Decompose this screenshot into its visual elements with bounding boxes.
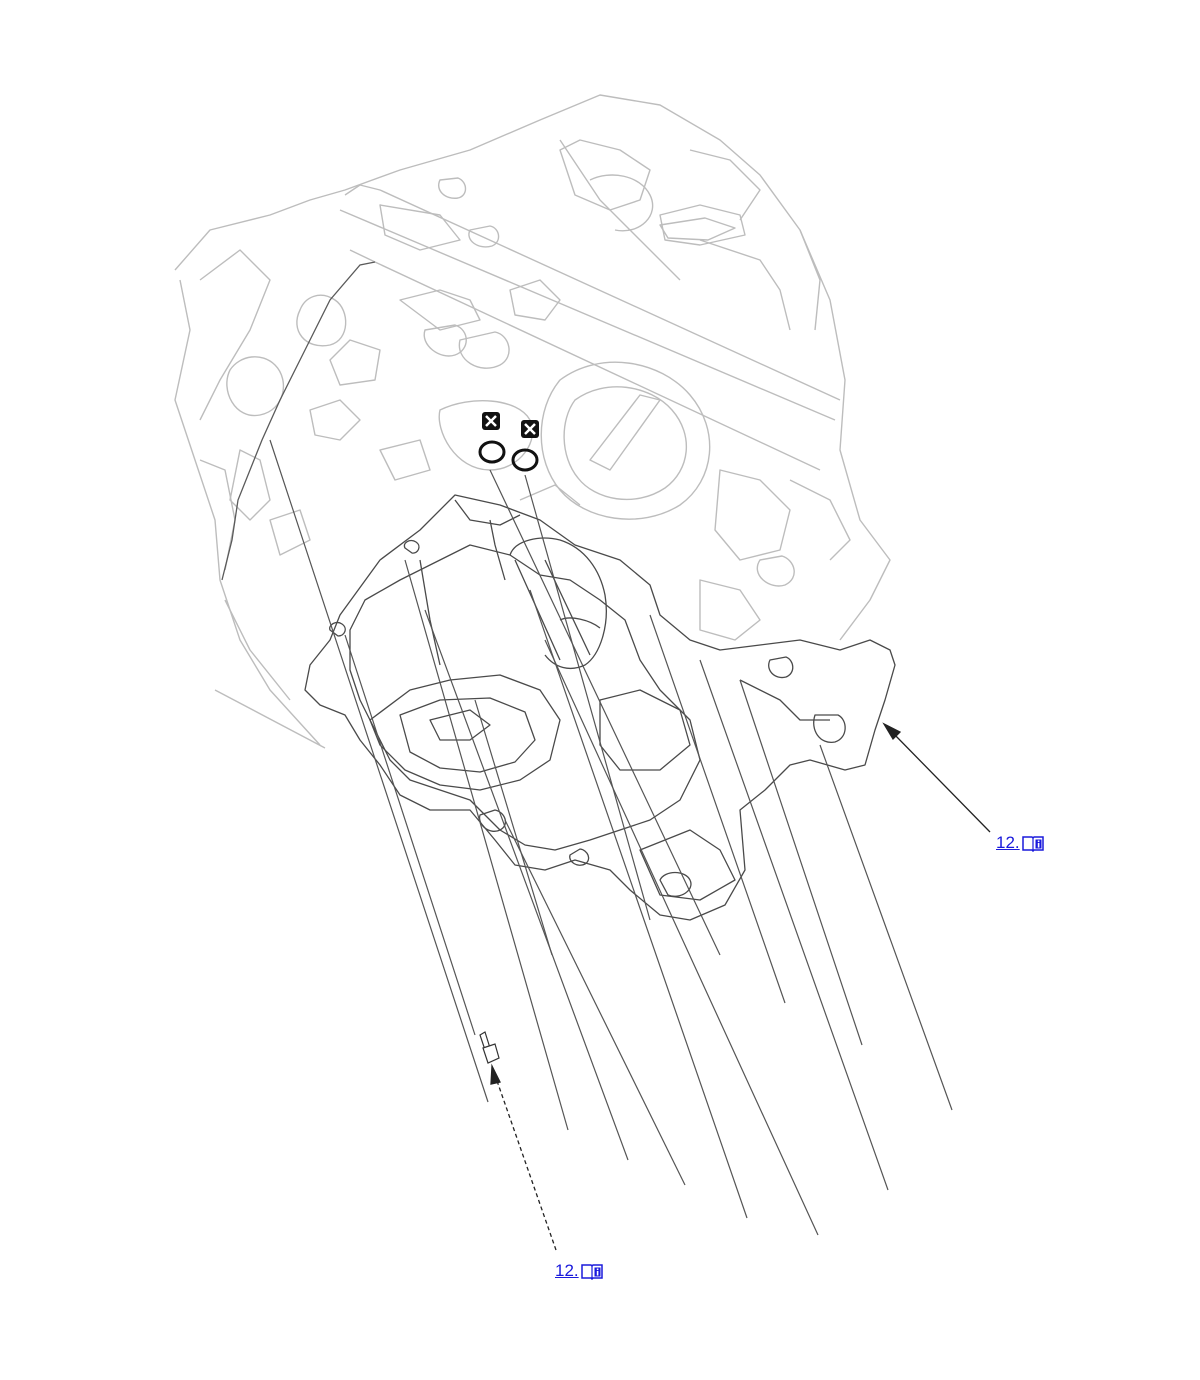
o-ring-pair bbox=[478, 440, 539, 472]
callout-step-label: 12. bbox=[996, 833, 1020, 852]
exploded-view-leader-lines bbox=[269, 439, 953, 1236]
callout-step-label: 12. bbox=[555, 1261, 579, 1280]
mounting-frame-outline bbox=[221, 261, 376, 581]
callout-arrow-solid bbox=[882, 722, 991, 833]
o-ring-left bbox=[478, 440, 506, 464]
callout-arrow-dashed bbox=[490, 1063, 557, 1251]
book-info-icon bbox=[580, 1264, 603, 1280]
main-component-assembly bbox=[304, 494, 896, 921]
replace-part-icon bbox=[521, 420, 539, 438]
mounting-bolt bbox=[479, 1031, 500, 1064]
o-ring-right bbox=[511, 448, 539, 472]
replace-part-icon bbox=[482, 412, 500, 430]
book-info-icon bbox=[1021, 836, 1044, 852]
callout-link-housing[interactable]: 12. bbox=[996, 833, 1045, 853]
callout-link-bolt[interactable]: 12. bbox=[555, 1261, 604, 1281]
